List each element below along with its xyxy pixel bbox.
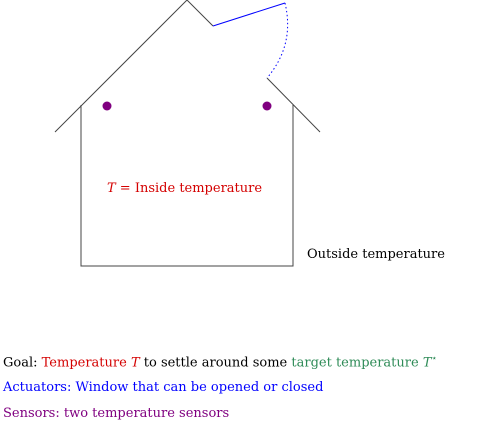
goal-temperature-text: Temperature [41, 355, 131, 371]
house-walls [80, 105, 294, 267]
temperature-sensor-right [262, 101, 272, 111]
goal-line: Goal: Temperature T to settle around som… [3, 354, 437, 370]
goal-target-var: T [422, 355, 432, 371]
inside-temperature-text: = Inside temperature [116, 181, 263, 196]
goal-temperature-var: T [130, 355, 140, 371]
goal-prefix: Goal: [3, 355, 42, 371]
goal-middle-text: to settle around some [139, 355, 292, 371]
inside-temperature-label: T = Inside temperature [107, 181, 262, 196]
outside-temperature-label: Outside temperature [307, 247, 445, 262]
sensors-line: Sensors: two temperature sensors [3, 406, 230, 421]
goal-target-star: ⋆ [431, 354, 438, 364]
window-open-pane [212, 2, 286, 27]
actuators-line: Actuators: Window that can be opened or … [3, 380, 324, 395]
window-swing-arc [266, 2, 289, 79]
temperature-sensor-left [102, 101, 112, 111]
goal-target-text: target temperature [291, 355, 423, 371]
house-roof-left [54, 0, 214, 133]
inside-temperature-var: T [107, 181, 117, 196]
